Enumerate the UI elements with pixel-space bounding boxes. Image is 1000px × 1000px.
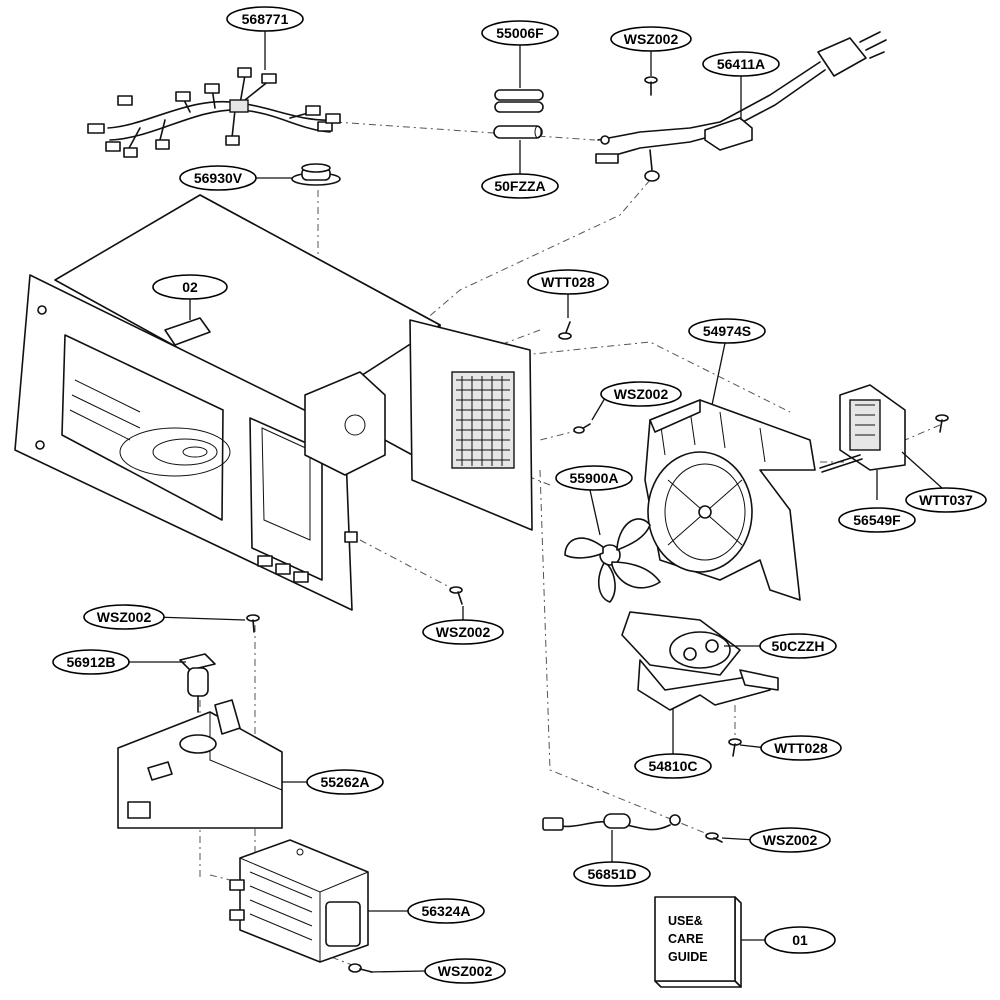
guide-text-line2: CARE [668, 932, 703, 946]
svg-text:56549F: 56549F [853, 512, 901, 528]
svg-text:56912B: 56912B [66, 654, 115, 670]
svg-text:WTT028: WTT028 [541, 274, 595, 290]
part-label-54974S: 54974S [688, 318, 766, 344]
leader-lines [128, 31, 943, 973]
screw-top [644, 76, 658, 96]
part-label-55262A: 55262A [306, 769, 384, 795]
fan-bracket [644, 399, 816, 601]
screw-wtt037 [935, 414, 949, 433]
noise-filter [542, 813, 681, 831]
svg-text:54974S: 54974S [703, 323, 751, 339]
svg-text:WSZ002: WSZ002 [438, 963, 493, 979]
screw-bottom [348, 963, 373, 973]
part-label-50FZZA: 50FZZA [481, 173, 559, 199]
screw-left [246, 614, 260, 633]
part-label-50CZZH: 50CZZH [759, 633, 837, 659]
svg-text:50FZZA: 50FZZA [494, 178, 545, 194]
air-duct [117, 699, 283, 829]
svg-text:01: 01 [792, 932, 808, 948]
svg-text:WSZ002: WSZ002 [97, 609, 152, 625]
part-label-WTT037: WTT037 [905, 487, 987, 513]
svg-text:50CZZH: 50CZZH [772, 638, 825, 654]
part-label-568771: 568771 [226, 6, 304, 32]
fan-motor [819, 384, 906, 473]
guide-text-line1: USE& [668, 914, 703, 928]
part-label-56851D: 56851D [573, 861, 651, 887]
svg-text:56411A: 56411A [717, 56, 765, 72]
thermostat [291, 163, 341, 186]
svg-text:56930V: 56930V [194, 170, 243, 186]
thermal-fuse [179, 653, 216, 713]
oven-cavity [14, 194, 533, 611]
svg-text:WSZ002: WSZ002 [763, 832, 818, 848]
part-label-56549F: 56549F [838, 507, 916, 533]
svg-text:WTT037: WTT037 [919, 492, 973, 508]
part-label-55006F: 55006F [481, 20, 559, 46]
svg-text:55900A: 55900A [569, 470, 618, 486]
svg-text:54810C: 54810C [648, 758, 697, 774]
power-cord [595, 31, 887, 182]
screw-lower-right [705, 832, 723, 843]
part-label-02: 02 [152, 274, 228, 300]
fuse-pair [494, 89, 544, 113]
svg-text:02: 02 [182, 279, 198, 295]
capacitor-bracket [637, 659, 779, 711]
guide-text-line3: GUIDE [668, 950, 708, 964]
part-label-56411A: 56411A [702, 51, 780, 77]
fan-blade [564, 518, 661, 603]
svg-text:56324A: 56324A [421, 903, 470, 919]
svg-text:55262A: 55262A [320, 774, 369, 790]
part-label-55900A: 55900A [555, 465, 633, 491]
screw-wtt-top [558, 321, 572, 340]
part-label-WSZ002-lower-right: WSZ002 [749, 827, 831, 853]
part-label-54810C: 54810C [634, 753, 712, 779]
part-label-WTT028-bottom: WTT028 [760, 735, 842, 761]
part-label-56912B: 56912B [52, 649, 130, 675]
part-label-56324A: 56324A [407, 898, 485, 924]
svg-text:WSZ002: WSZ002 [624, 31, 679, 47]
screw-center [449, 586, 463, 605]
part-label-WSZ002-left: WSZ002 [83, 604, 165, 630]
callout-labels: 568771 55006F WSZ002 56411A 56930V 50FZZ… [52, 6, 987, 984]
svg-text:56851D: 56851D [587, 866, 636, 882]
use-care-guide-booklet: USE& CARE GUIDE [654, 896, 742, 988]
part-label-56930V: 56930V [179, 165, 257, 191]
svg-text:WSZ002: WSZ002 [614, 386, 669, 402]
part-label-WTT028-top: WTT028 [527, 269, 609, 295]
part-label-WSZ002-mid: WSZ002 [600, 381, 682, 407]
svg-text:WSZ002: WSZ002 [436, 624, 491, 640]
screw-wtt-bottom [728, 738, 742, 757]
wire-harness [87, 67, 341, 158]
part-label-WSZ002-top: WSZ002 [610, 26, 692, 52]
svg-text:WTT028: WTT028 [774, 740, 828, 756]
part-label-WSZ002-bottom: WSZ002 [424, 958, 506, 984]
magnetron [229, 839, 369, 963]
screw-mid [573, 423, 591, 434]
capacitor [621, 611, 741, 676]
part-label-WSZ002-center: WSZ002 [422, 619, 504, 645]
svg-text:568771: 568771 [242, 11, 289, 27]
svg-text:55006F: 55006F [496, 25, 544, 41]
fuse [493, 125, 543, 139]
part-label-01: 01 [764, 926, 836, 954]
